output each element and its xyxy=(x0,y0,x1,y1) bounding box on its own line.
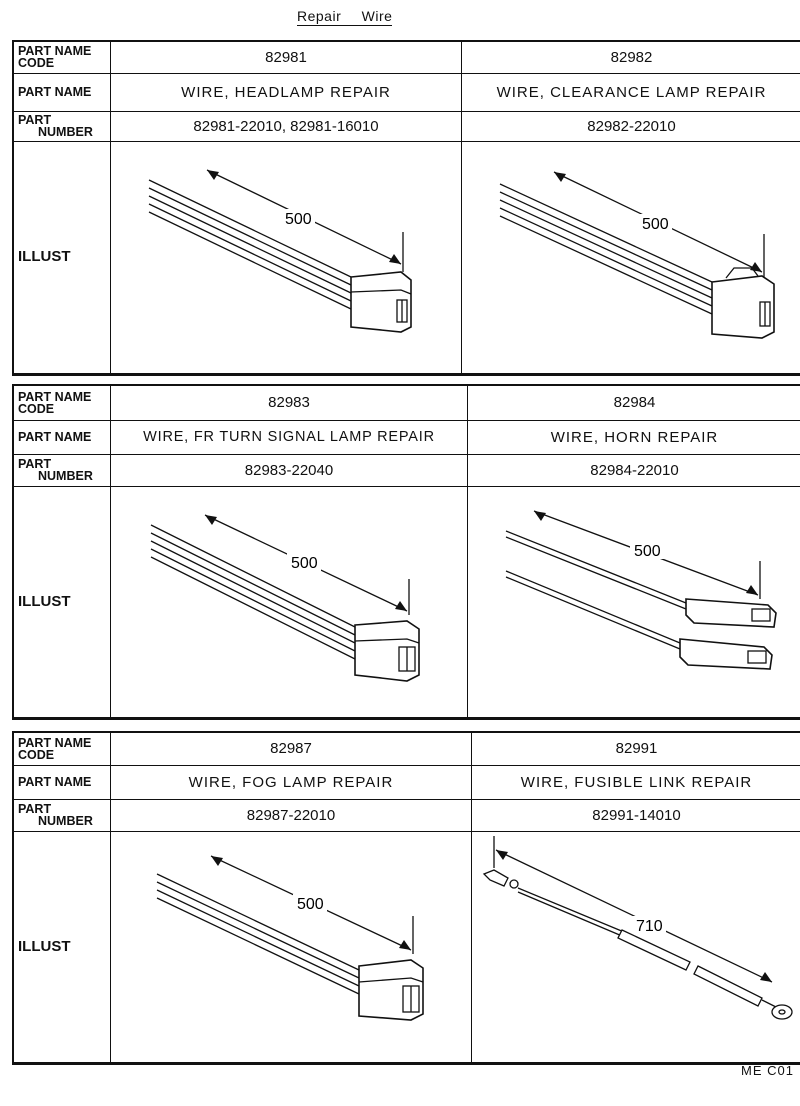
part-name-clearance-lamp: WIRE, CLEARANCE LAMP REPAIR xyxy=(461,72,800,112)
part-name-headlamp: WIRE, HEADLAMP REPAIR xyxy=(110,72,462,112)
page-title-word-2: Wire xyxy=(361,8,393,24)
part-number-82987: 82987-22010 xyxy=(110,798,472,832)
illust-horn-wire: 500 xyxy=(467,485,800,718)
part-code-82987: 82987 xyxy=(110,733,472,766)
part-code-82991: 82991 xyxy=(471,733,800,766)
connector-wire-drawing: 500 xyxy=(505,509,777,670)
length-dimension: 710 xyxy=(636,918,663,935)
illust-headlamp-wire: 500 xyxy=(110,140,462,374)
connector-wire-drawing: 500 xyxy=(148,168,412,333)
part-code-82984: 82984 xyxy=(467,386,800,421)
connector-wire-drawing: 500 xyxy=(156,854,424,1021)
connector-wire-drawing: 500 xyxy=(499,170,775,339)
illust-clearance-lamp-wire: 500 xyxy=(461,140,800,374)
length-dimension: 500 xyxy=(291,555,318,572)
length-dimension: 500 xyxy=(285,211,312,228)
part-number-82991: 82991-14010 xyxy=(471,798,800,832)
fusible-link-drawing: 710 xyxy=(482,835,793,1020)
part-number-82982: 82982-22010 xyxy=(461,110,800,142)
part-number-82981: 82981-22010, 82981-16010 xyxy=(110,110,462,142)
label-part-name: PART NAME xyxy=(14,72,111,112)
part-number-82984: 82984-22010 xyxy=(467,453,800,487)
connector-wire-drawing: 500 xyxy=(150,513,420,682)
part-name-horn: WIRE, HORN REPAIR xyxy=(467,419,800,455)
part-name-fusible-link: WIRE, FUSIBLE LINK REPAIR xyxy=(471,764,800,800)
part-code-82983: 82983 xyxy=(110,386,468,421)
illust-fr-turn-signal-wire: 500 xyxy=(110,485,468,718)
label-illust: ILLUST xyxy=(14,140,111,374)
page-footer-code: ME C01 xyxy=(741,1063,794,1078)
label-part-name: PART NAME xyxy=(14,419,111,455)
part-code-82981: 82981 xyxy=(110,42,462,74)
illust-fog-lamp-wire: 500 xyxy=(110,830,472,1063)
page-title-word-1: Repair xyxy=(297,8,342,24)
part-number-82983: 82983-22040 xyxy=(110,453,468,487)
page-title: Repair Wire xyxy=(297,8,393,26)
part-name-fog-lamp: WIRE, FOG LAMP REPAIR xyxy=(110,764,472,800)
length-dimension: 500 xyxy=(297,896,324,913)
label-illust: ILLUST xyxy=(14,485,111,718)
part-name-fr-turn-signal: WIRE, FR TURN SIGNAL LAMP REPAIR xyxy=(110,419,468,455)
length-dimension: 500 xyxy=(634,543,661,560)
label-illust: ILLUST xyxy=(14,830,111,1063)
label-part-name: PART NAME xyxy=(14,764,111,800)
length-dimension: 500 xyxy=(642,216,669,233)
part-code-82982: 82982 xyxy=(461,42,800,74)
illust-fusible-link-wire: 710 xyxy=(471,830,800,1063)
